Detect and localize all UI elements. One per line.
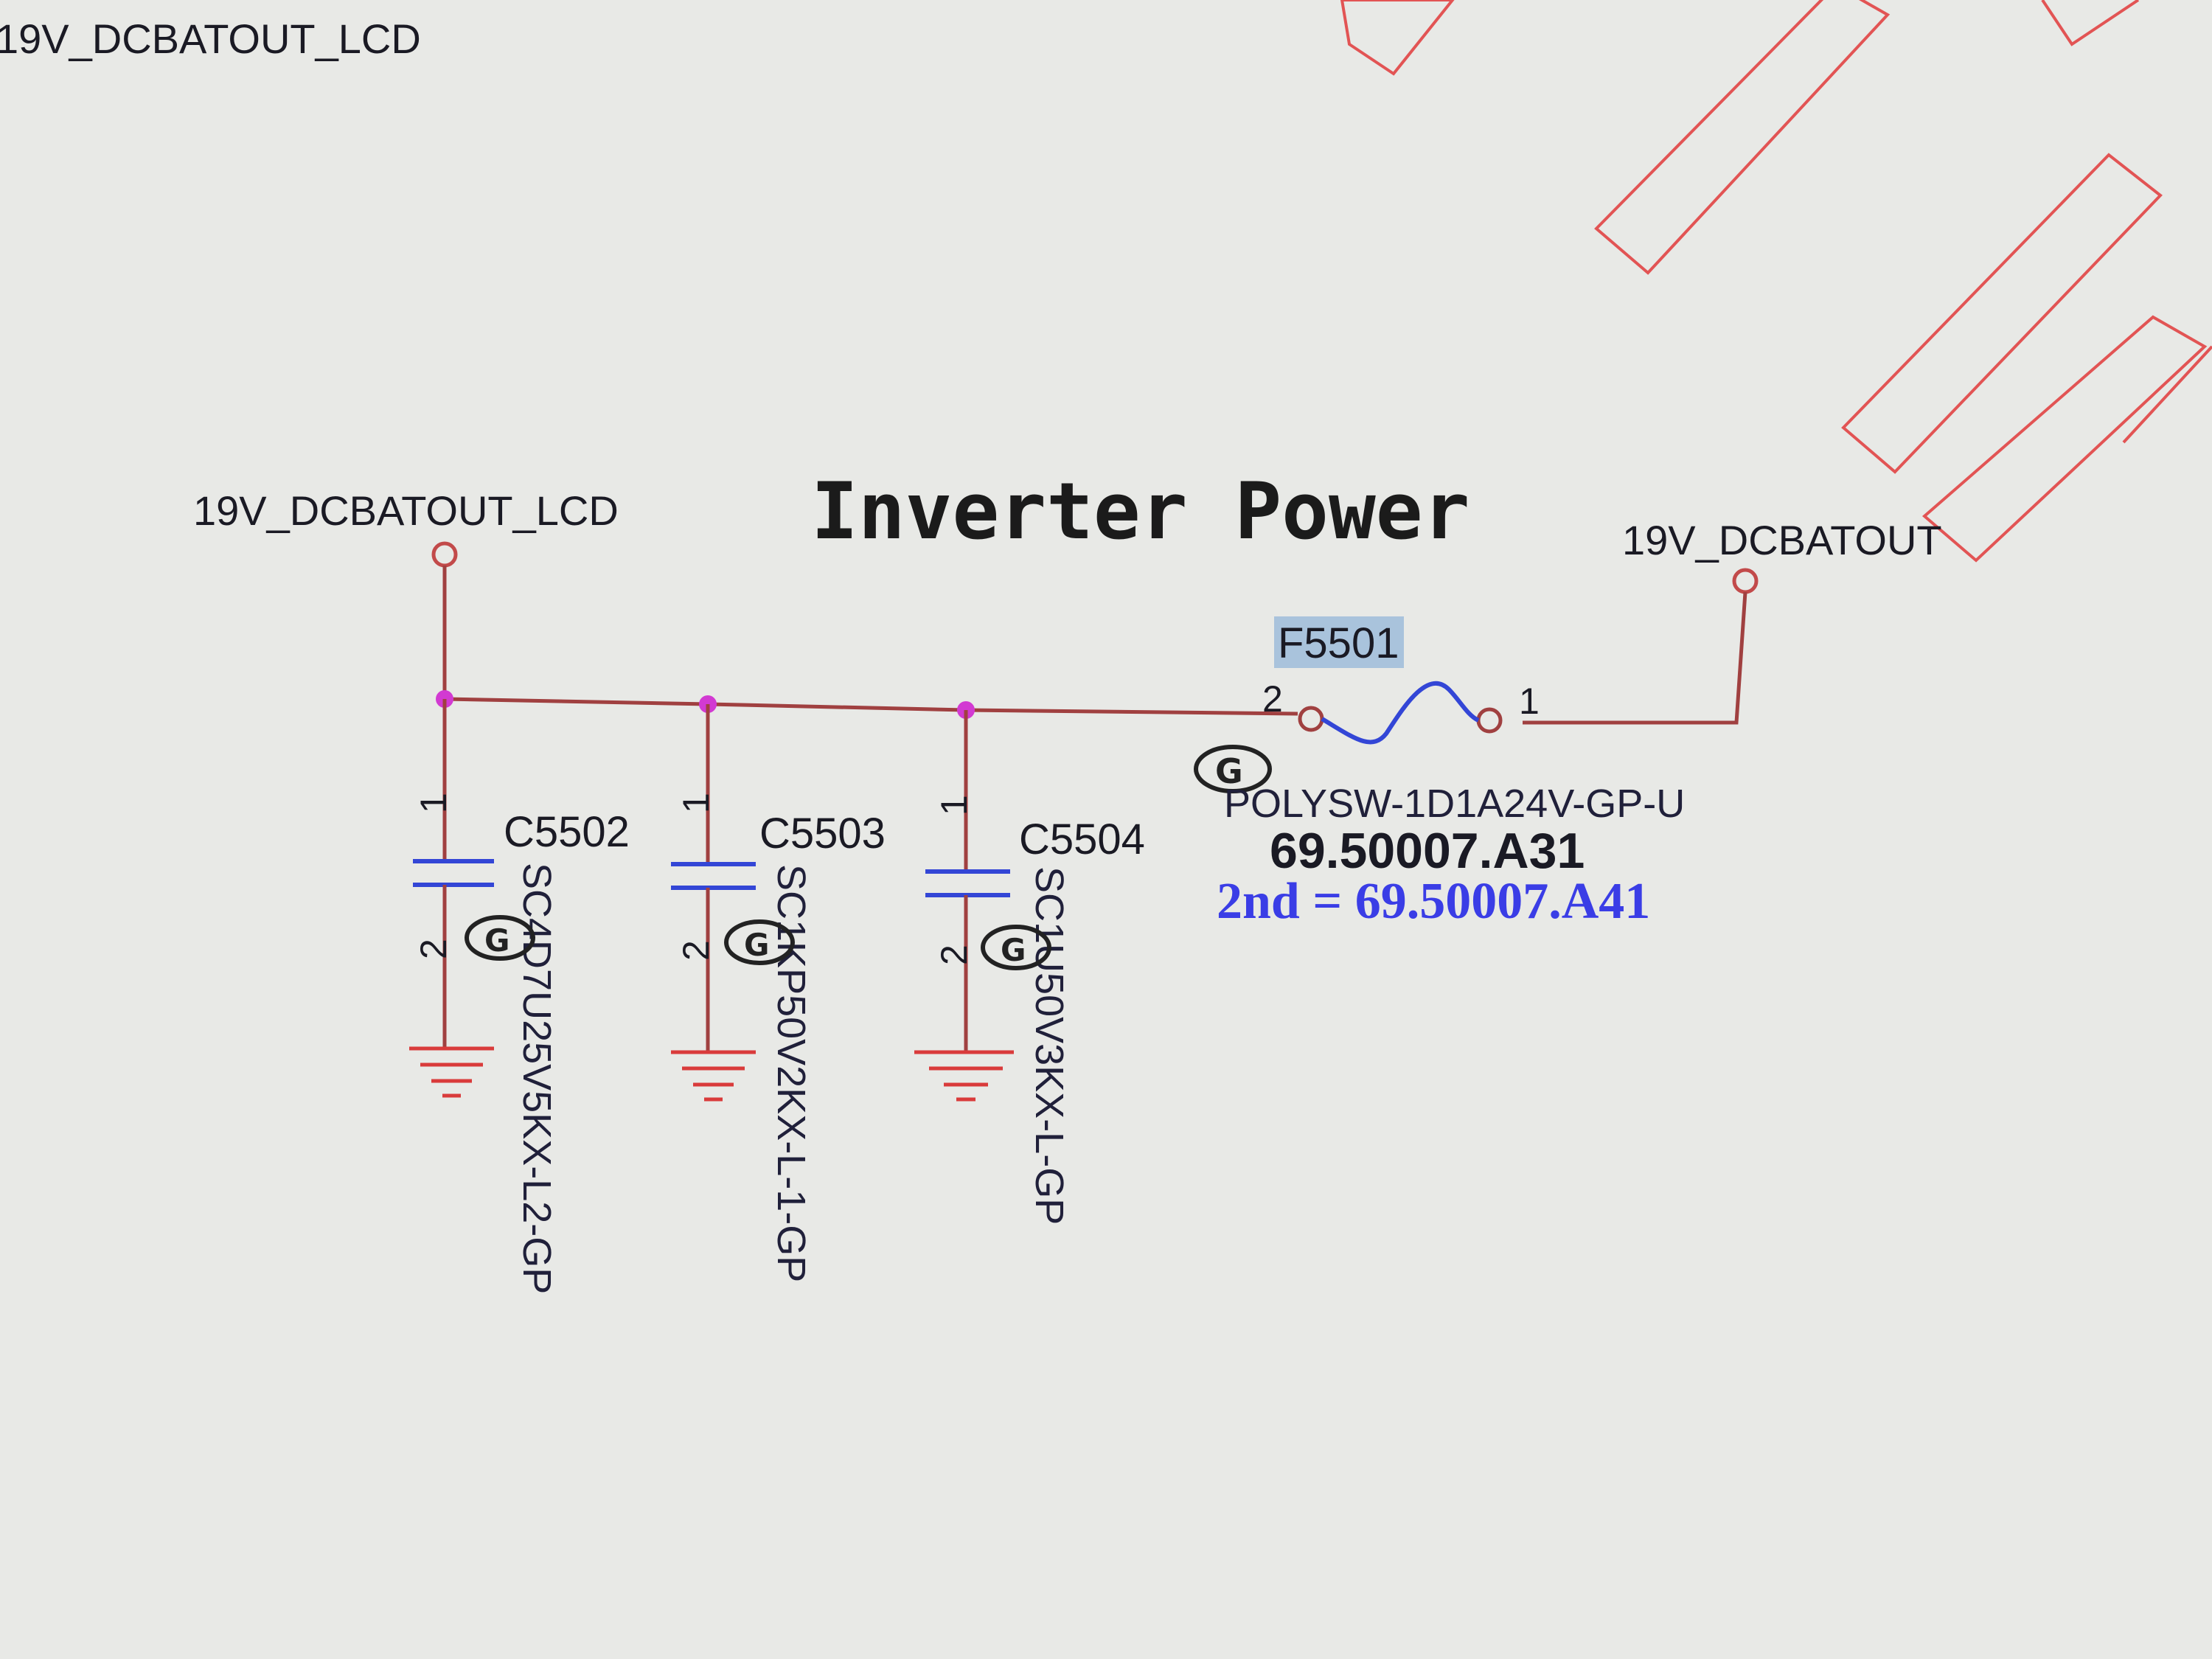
- green-package-icon: G: [1194, 745, 1272, 793]
- power-port-left[interactable]: [431, 541, 458, 699]
- cap-part-number: SC1KP50V2KX-L-1-GP: [769, 864, 813, 1282]
- fuse-alt-pn: 2nd = 69.50007.A41: [1217, 873, 1650, 930]
- cap-ref: C5504: [1019, 815, 1145, 863]
- svg-text:G: G: [1001, 932, 1026, 968]
- page-title: Inverter Power: [811, 466, 1470, 557]
- net-label-right: 19V_DCBATOUT: [1622, 517, 1942, 563]
- cap-pin-1: 1: [933, 795, 975, 815]
- cap-part-number: SC1U50V3KX-L-GP: [1027, 866, 1071, 1225]
- fuse-pn: 69.50007.A31: [1270, 823, 1585, 879]
- green-package-icon: G: [724, 919, 795, 965]
- power-port-right[interactable]: [1523, 568, 1759, 725]
- cap-part-number: SC4D7U25V5KX-L2-GP: [515, 863, 559, 1294]
- wire-main: [444, 697, 1298, 716]
- fuse-ref: F5501: [1278, 619, 1399, 667]
- fuse-pin-2: 2: [1262, 678, 1283, 720]
- cap-pin-2: 2: [413, 939, 454, 959]
- cap-pin-2: 2: [933, 945, 975, 965]
- ground-icon: [409, 1046, 494, 1098]
- net-label-left: 19V_DCBATOUT_LCD: [193, 487, 619, 534]
- net-label-top-left: 19V_DCBATOUT_LCD: [0, 15, 421, 62]
- green-package-icon: G: [465, 915, 535, 961]
- cap-pin-1: 1: [675, 793, 717, 813]
- svg-text:G: G: [1215, 751, 1243, 791]
- fuse-f5501[interactable]: F5501 2 1: [1262, 616, 1540, 745]
- cap-ref: C5502: [504, 808, 630, 856]
- fuse-pin-1: 1: [1519, 681, 1540, 722]
- ground-icon: [914, 1050, 1014, 1102]
- capacitor-c5504[interactable]: [914, 710, 1014, 1102]
- cap-pin-1: 1: [413, 793, 454, 813]
- pcb-outline: [1340, 0, 2212, 563]
- capacitor-c5503[interactable]: [671, 704, 756, 1102]
- cap-ref: C5503: [759, 810, 886, 858]
- ground-icon: [671, 1050, 756, 1102]
- capacitor-c5502[interactable]: [409, 699, 494, 1098]
- fuse-part-number: POLYSW-1D1A24V-GP-U: [1224, 782, 1685, 826]
- svg-text:G: G: [484, 922, 509, 959]
- cap-pin-2: 2: [675, 940, 717, 961]
- svg-text:G: G: [744, 927, 769, 963]
- green-package-icon: G: [981, 925, 1051, 970]
